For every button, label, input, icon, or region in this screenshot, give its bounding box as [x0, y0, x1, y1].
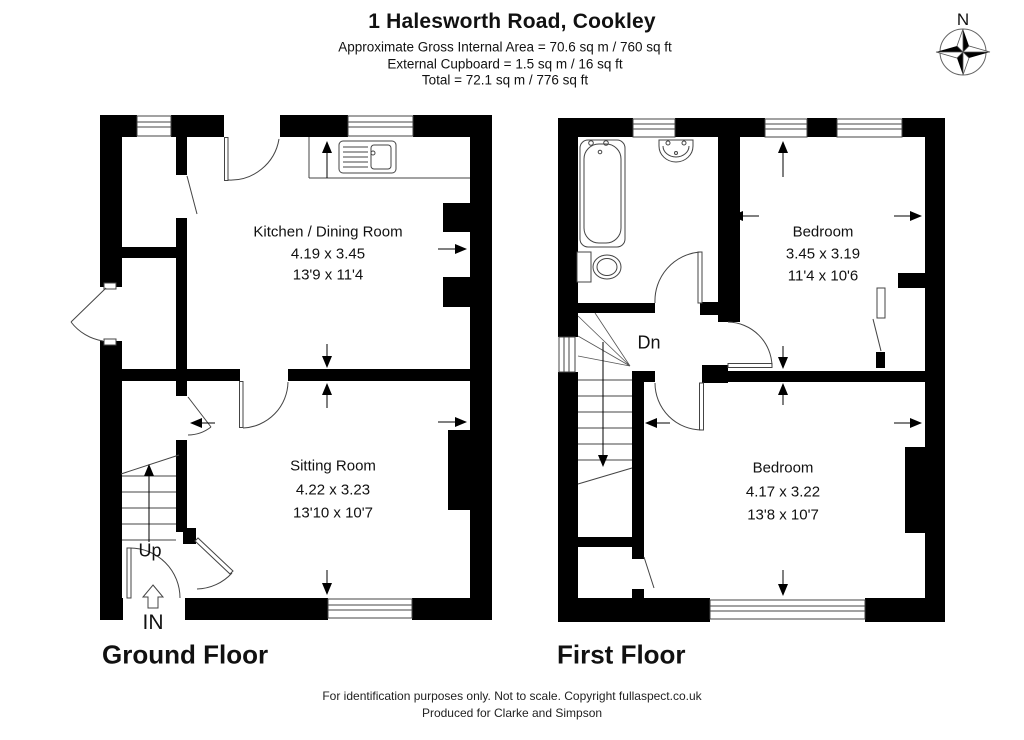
- entrance-arrow-icon: [141, 584, 165, 609]
- door-leaf: [186, 175, 198, 215]
- kitchen-sink-icon: [308, 137, 470, 179]
- compass-icon: [935, 28, 991, 76]
- footer-producer: Produced for Clarke and Simpson: [421, 706, 603, 720]
- dimension-arrows-first: [645, 141, 922, 596]
- room-dim-imperial: 13'10 x 10'7: [293, 504, 373, 522]
- doors-first-floor: [643, 251, 886, 589]
- ground-floor-walls: [100, 115, 492, 620]
- first-floor-plan: [558, 118, 945, 622]
- room-dim-imperial: 11'4 x 10'6: [787, 267, 859, 285]
- door-arc: [187, 396, 212, 436]
- window: [836, 118, 903, 138]
- room-dim-metric: 3.45 x 3.19: [785, 245, 861, 263]
- staircase-up: [120, 454, 180, 542]
- door-arc: [239, 381, 289, 429]
- compass-north-label: N: [956, 10, 970, 29]
- room-dim-metric: 4.19 x 3.45: [290, 245, 366, 263]
- door-arc: [654, 382, 704, 431]
- footer-disclaimer: For identification purposes only. Not to…: [322, 689, 702, 703]
- first-floor-heading: First Floor: [557, 639, 686, 670]
- ground-floor-plan: [70, 115, 492, 620]
- dimension-arrows-ground: [190, 141, 467, 595]
- room-name-kitchen: Kitchen / Dining Room: [253, 223, 403, 241]
- window: [136, 115, 172, 137]
- entrance-label: IN: [142, 611, 164, 634]
- ground-floor-heading: Ground Floor: [102, 639, 269, 670]
- bath-icon: [579, 139, 626, 248]
- chimney-breast: [905, 447, 925, 533]
- door-arc: [654, 251, 703, 304]
- door-arc: [126, 547, 181, 599]
- room-dim-metric: 4.22 x 3.23: [295, 481, 371, 499]
- door-arc: [727, 321, 773, 368]
- stairs-down-label: Dn: [637, 332, 661, 353]
- door-arc: [194, 537, 234, 590]
- door-arc: [70, 282, 117, 346]
- chimney-breast: [443, 277, 470, 307]
- area-line-2: External Cupboard = 1.5 sq m / 16 sq ft: [387, 56, 623, 72]
- window: [347, 115, 414, 137]
- window: [764, 118, 808, 138]
- door-arc: [224, 137, 280, 181]
- toilet-icon: [576, 251, 622, 283]
- area-line-1: Approximate Gross Internal Area = 70.6 s…: [338, 39, 672, 55]
- door-leaf: [643, 556, 655, 589]
- first-floor-walls: [558, 118, 945, 622]
- chimney-breast: [443, 203, 470, 232]
- room-dim-imperial: 13'8 x 10'7: [747, 506, 819, 524]
- room-name-bedroom2: Bedroom: [752, 459, 814, 477]
- chimney-breast: [898, 273, 925, 288]
- room-name-sitting: Sitting Room: [290, 457, 376, 475]
- room-name-bedroom1: Bedroom: [792, 223, 854, 241]
- stairs-up-label: Up: [138, 540, 162, 561]
- cupboard-door: [872, 287, 886, 352]
- window: [632, 118, 676, 138]
- windows-first-floor: [558, 118, 903, 620]
- window: [558, 336, 576, 373]
- wash-basin-icon: [658, 139, 694, 163]
- staircase-down: [577, 312, 633, 485]
- doors-ground-floor: [70, 137, 289, 599]
- page-title: 1 Halesworth Road, Cookley: [368, 10, 656, 33]
- area-line-3: Total = 72.1 sq m / 776 sq ft: [421, 72, 589, 88]
- chimney-breast: [448, 430, 470, 510]
- windows-ground-floor: [136, 115, 414, 619]
- window: [709, 599, 866, 620]
- room-dim-metric: 4.17 x 3.22: [745, 483, 821, 501]
- window: [327, 598, 413, 619]
- room-dim-imperial: 13'9 x 11'4: [292, 266, 364, 284]
